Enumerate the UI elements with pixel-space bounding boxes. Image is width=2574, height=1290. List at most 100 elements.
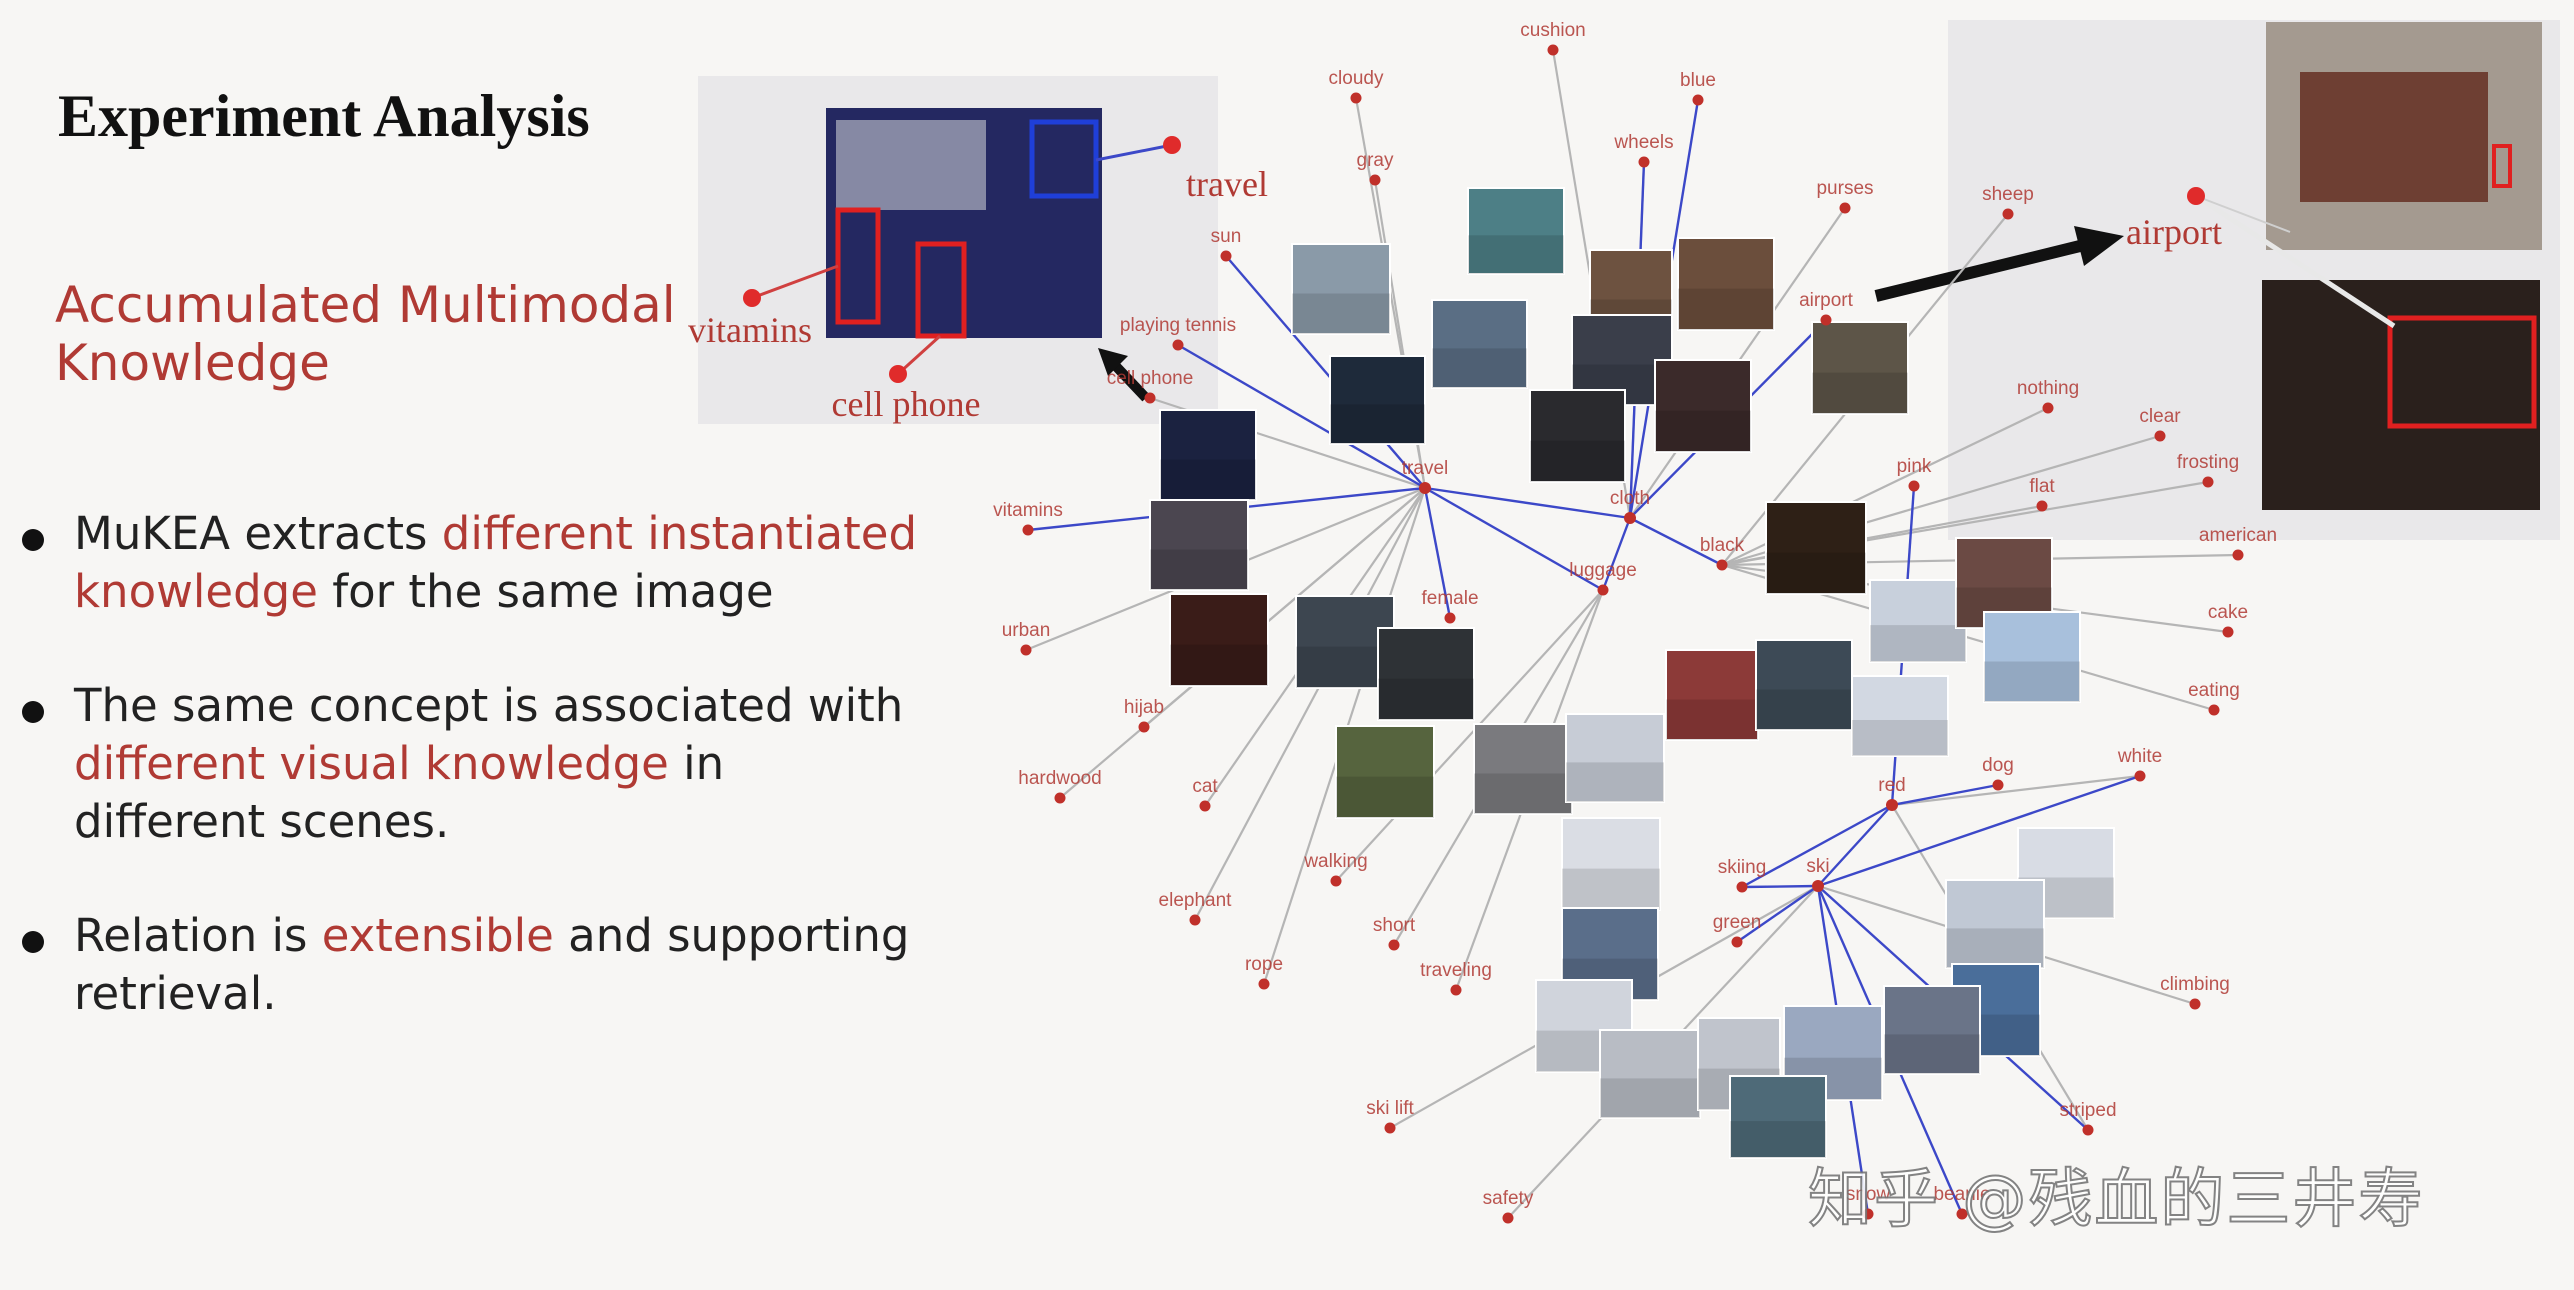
node-label: luggage xyxy=(1569,560,1637,581)
node-label: cat xyxy=(1192,776,1218,797)
image-thumbnail-shade xyxy=(1655,410,1751,452)
graph-node xyxy=(1597,584,1609,596)
example-insets xyxy=(698,20,2560,540)
image-thumbnails xyxy=(1149,187,2115,1159)
graph-node xyxy=(1144,392,1156,404)
graph-node xyxy=(1444,612,1456,624)
image-thumbnail xyxy=(1291,243,1391,335)
inset-node xyxy=(743,289,761,307)
graph-edge-strong xyxy=(1741,884,1819,889)
image-thumbnail-shade xyxy=(1852,720,1948,756)
graph-node xyxy=(1054,792,1066,804)
graph-node xyxy=(1862,1208,1874,1220)
image-thumbnail xyxy=(1765,501,1867,595)
graph-node xyxy=(1992,779,2004,791)
image-thumbnail-shade xyxy=(1160,459,1256,500)
image-thumbnail-shade xyxy=(1150,549,1248,590)
node-label: ski xyxy=(1806,856,1829,877)
image-thumbnail-shade xyxy=(1884,1034,1980,1074)
node-label: ski lift xyxy=(1366,1098,1414,1119)
node-label: cell phone xyxy=(1107,368,1194,389)
image-thumbnail-shade xyxy=(1600,1078,1700,1118)
node-label: traveling xyxy=(1420,960,1492,981)
image-thumbnail xyxy=(1755,639,1853,731)
node-label: beanie xyxy=(1933,1184,1990,1205)
node-label: clear xyxy=(2139,406,2181,427)
image-thumbnail-shade xyxy=(1566,762,1664,802)
image-thumbnail-shade xyxy=(1678,288,1774,330)
node-label: striped xyxy=(2059,1100,2116,1121)
bullet-item: Relation is extensible and supporting re… xyxy=(14,907,964,1023)
node-label: pink xyxy=(1897,456,1932,477)
graph-node xyxy=(2042,402,2054,414)
inset-label: cell phone xyxy=(832,384,981,424)
graph-node xyxy=(1812,880,1824,892)
image-thumbnail xyxy=(1565,713,1665,803)
graph-node xyxy=(1886,799,1898,811)
bullet-item: The same concept is associated with diff… xyxy=(14,677,964,851)
graph-node xyxy=(2082,1124,2094,1136)
node-label: airport xyxy=(1799,290,1854,311)
node-label: cloudy xyxy=(1329,68,1384,89)
graph-node xyxy=(1908,480,1920,492)
inset-label: vitamins xyxy=(688,310,812,350)
highlight-text: knowledge xyxy=(74,565,318,618)
subtitle-line-1: Accumulated Multimodal xyxy=(55,276,676,334)
highlight-text: different instantiated xyxy=(441,507,918,560)
inset-edge xyxy=(2195,195,2291,233)
node-label: playing tennis xyxy=(1120,315,1236,336)
node-label: snow xyxy=(1846,1184,1891,1205)
inset-node xyxy=(1163,136,1181,154)
node-label: walking xyxy=(1303,851,1367,872)
node-label: elephant xyxy=(1159,890,1233,911)
graph-node xyxy=(2134,770,2146,782)
image-thumbnail-shade xyxy=(1870,625,1966,662)
graph-edge xyxy=(1194,487,1426,921)
graph-node xyxy=(1220,250,1232,262)
graph-node xyxy=(1419,482,1431,494)
node-label: green xyxy=(1713,912,1762,933)
image-thumbnail xyxy=(1654,359,1752,453)
node-label: rope xyxy=(1245,954,1283,975)
inset-left-photo-items xyxy=(836,120,986,210)
node-label: sheep xyxy=(1982,184,2034,205)
image-thumbnail-shade xyxy=(1946,928,2044,968)
graph-node xyxy=(1450,984,1462,996)
image-thumbnail xyxy=(1149,499,1249,591)
image-thumbnail xyxy=(1561,817,1661,911)
graph-node xyxy=(1624,512,1636,524)
arrow-right-head xyxy=(2074,226,2124,266)
image-thumbnail xyxy=(1467,187,1565,275)
graph-node xyxy=(1547,44,1559,56)
graph-node xyxy=(1258,978,1270,990)
graph-edge-strong xyxy=(1177,343,1426,490)
image-thumbnail xyxy=(1945,879,2045,969)
node-label: hijab xyxy=(1124,697,1164,718)
image-thumbnail xyxy=(1869,579,1967,663)
image-thumbnail-shade xyxy=(1170,644,1268,686)
graph-node xyxy=(2208,704,2220,716)
image-thumbnail xyxy=(1677,237,1775,331)
bullet-dot xyxy=(22,931,44,953)
node-label: frosting xyxy=(2177,452,2239,473)
graph-node xyxy=(1638,156,1650,168)
box-airport-large xyxy=(2387,315,2537,429)
graph-node xyxy=(1731,936,1743,948)
image-thumbnail xyxy=(1329,355,1426,445)
graph-edge-strong xyxy=(1891,783,1999,807)
graph-node xyxy=(1956,1208,1968,1220)
node-label: skiing xyxy=(1718,857,1767,878)
node-label: travel xyxy=(1402,458,1448,479)
inset-edge xyxy=(751,264,839,300)
image-thumbnail xyxy=(1335,725,1435,819)
node-label: cake xyxy=(2208,602,2248,623)
graph-node xyxy=(1350,92,1362,104)
inset-node xyxy=(889,365,907,383)
highlight-text: extensible xyxy=(321,909,554,962)
arrow-left xyxy=(1108,358,1150,402)
graph-node xyxy=(1138,721,1150,733)
image-thumbnail xyxy=(1811,321,1909,415)
node-label: flat xyxy=(2029,476,2055,497)
graph-edge xyxy=(1891,774,2141,807)
